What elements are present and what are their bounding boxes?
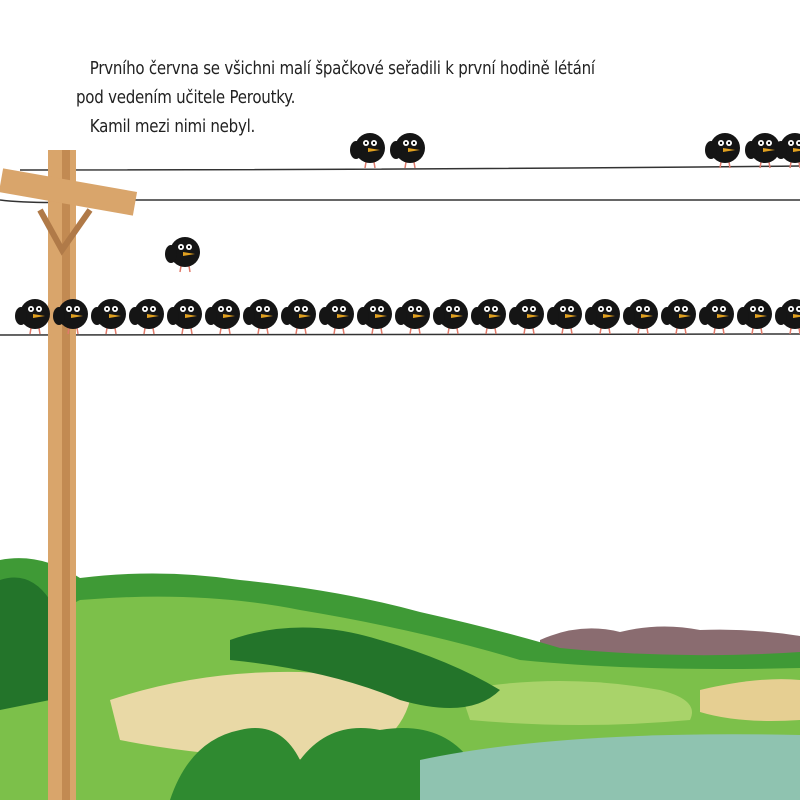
starling [433,299,468,335]
story-text: Prvního června se všichni malí špačkové … [76,55,678,142]
starling [775,299,800,335]
starling [357,299,392,335]
starling [53,299,88,335]
starling [585,299,620,335]
starling [350,133,385,169]
story-line-3: Kamil mezi nimi nebyl. [89,117,256,137]
water [420,734,800,800]
foreground-bushes [170,728,470,800]
landscape [0,558,800,800]
dark-trees [0,577,500,710]
starling [699,299,734,335]
starling [165,237,200,273]
starling [623,299,658,335]
story-line-2: pod vedením učitele Peroutky. [76,88,296,108]
starling [167,299,202,335]
starling [281,299,316,335]
starling [745,133,780,169]
starlings [15,133,800,335]
starling [205,299,240,335]
starling [775,133,800,169]
wires [0,165,800,336]
starling [547,299,582,335]
starling [705,133,740,169]
starling [15,299,50,335]
utility-pole [0,150,138,800]
starling [243,299,278,335]
starling [509,299,544,335]
field-right [460,681,692,725]
starling [319,299,354,335]
starling [737,299,772,335]
starling [471,299,506,335]
starling [129,299,164,335]
starling [395,299,430,335]
starling [390,133,425,169]
story-line-1: Prvního června se všichni malí špačkové … [89,59,595,79]
field-far-right [700,679,800,721]
starling [91,299,126,335]
starling [661,299,696,335]
